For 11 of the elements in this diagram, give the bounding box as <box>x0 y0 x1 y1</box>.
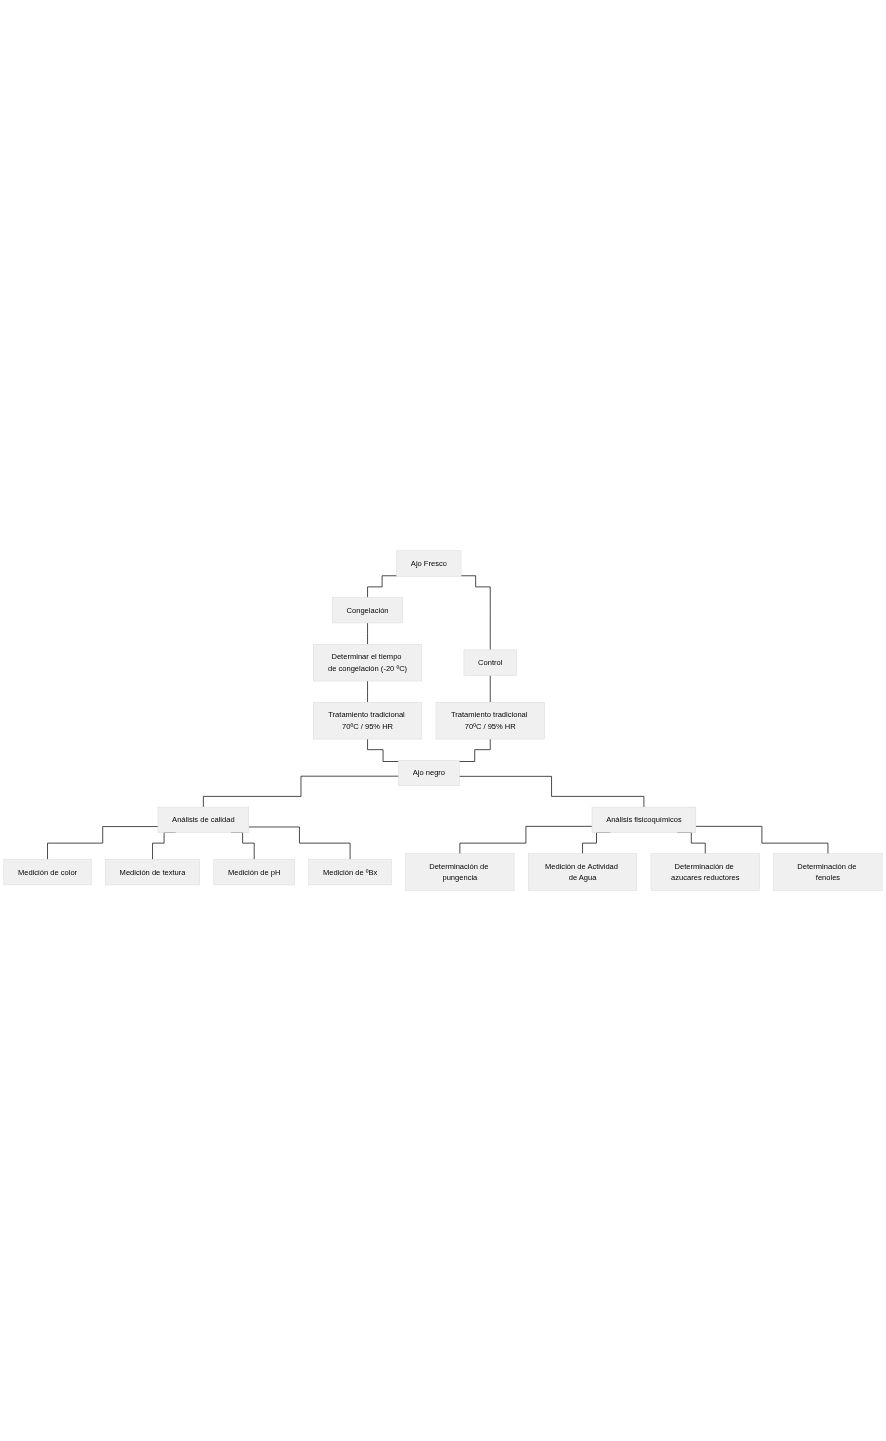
connector <box>248 826 351 860</box>
connector <box>458 738 491 762</box>
connector <box>695 825 829 854</box>
connector <box>367 738 399 762</box>
connector <box>367 575 398 598</box>
connector <box>459 825 593 854</box>
connector <box>47 826 159 860</box>
connector <box>367 622 368 645</box>
connector <box>458 775 645 808</box>
connector <box>367 680 368 703</box>
connector <box>203 775 399 808</box>
